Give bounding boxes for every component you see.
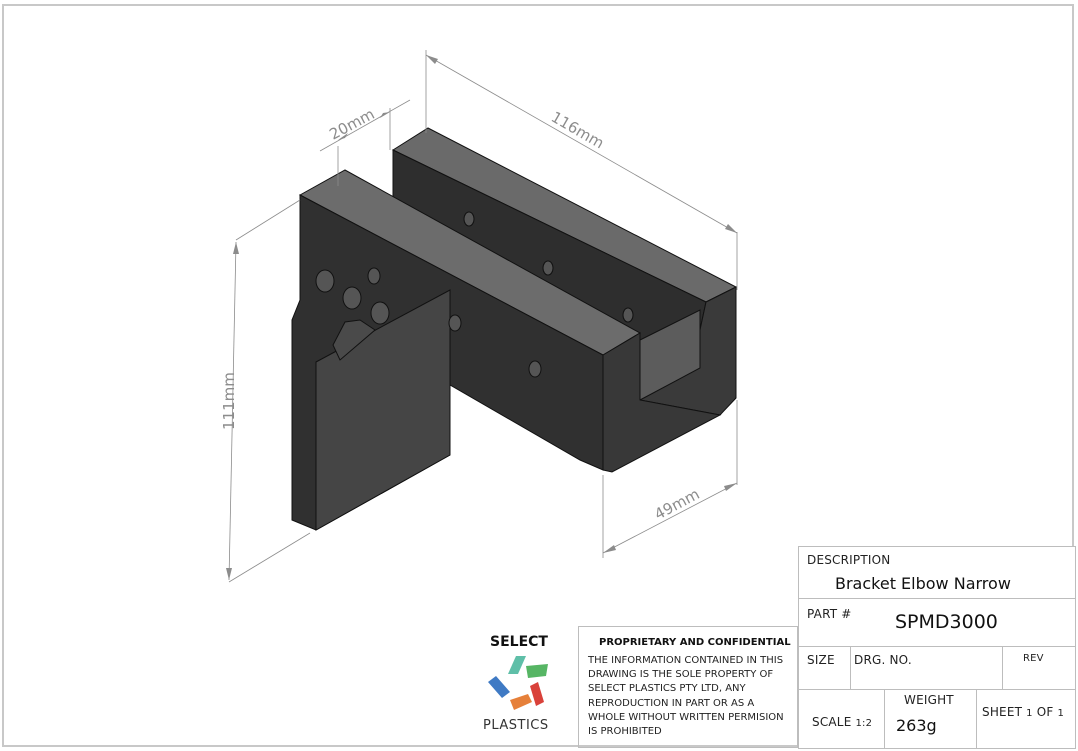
logo-star-icon <box>488 656 548 710</box>
bracket-part <box>291 127 738 531</box>
description-value: Bracket Elbow Narrow <box>835 574 1011 593</box>
drawing-number-cell: DRG. NO. <box>850 646 1003 690</box>
proprietary-notice: PROPRIETARY AND CONFIDENTIAL THE INFORMA… <box>578 626 798 748</box>
logo-text-select: SELECT <box>490 634 548 650</box>
weight-value: 263g <box>896 716 937 735</box>
sheet-cell: SHEET 1 OF 1 <box>976 689 1076 749</box>
dimension-arrows <box>226 55 737 580</box>
weight-label: WEIGHT <box>904 693 954 707</box>
size-label: SIZE <box>807 653 835 667</box>
proprietary-title: PROPRIETARY AND CONFIDENTIAL <box>599 637 791 648</box>
dimension-20mm: 20mm <box>326 105 377 144</box>
sheet-total: 1 <box>1057 708 1065 719</box>
dimension-49mm: 49mm <box>651 485 702 524</box>
description-label: DESCRIPTION <box>807 553 891 567</box>
company-logo: SELECT PLASTICS <box>478 632 556 742</box>
scale-label: SCALE 1:2 <box>812 715 873 729</box>
mounting-holes <box>315 211 634 378</box>
dimension-111mm: 111mm <box>220 372 238 430</box>
drawing-number-label: DRG. NO. <box>854 653 912 667</box>
sheet-current: 1 <box>1026 708 1033 719</box>
dimension-lines <box>228 50 738 583</box>
revision-cell: REV <box>1002 646 1076 690</box>
part-number-label: PART # <box>807 607 852 621</box>
logo-text-plastics: PLASTICS <box>483 718 549 733</box>
part-number-cell: PART # SPMD3000 <box>798 598 1076 647</box>
size-cell: SIZE <box>798 646 851 690</box>
part-number-value: SPMD3000 <box>895 611 998 633</box>
description-cell: DESCRIPTION Bracket Elbow Narrow <box>798 546 1076 599</box>
scale-value: 1:2 <box>855 718 873 729</box>
revision-label: REV <box>1023 653 1044 664</box>
weight-cell: WEIGHT 263g <box>884 689 977 749</box>
drawing-border <box>2 4 1074 747</box>
sheet-label: SHEET 1 OF 1 <box>982 705 1065 719</box>
scale-cell: SCALE 1:2 <box>798 689 885 749</box>
proprietary-body: THE INFORMATION CONTAINED IN THIS DRAWIN… <box>588 655 784 738</box>
